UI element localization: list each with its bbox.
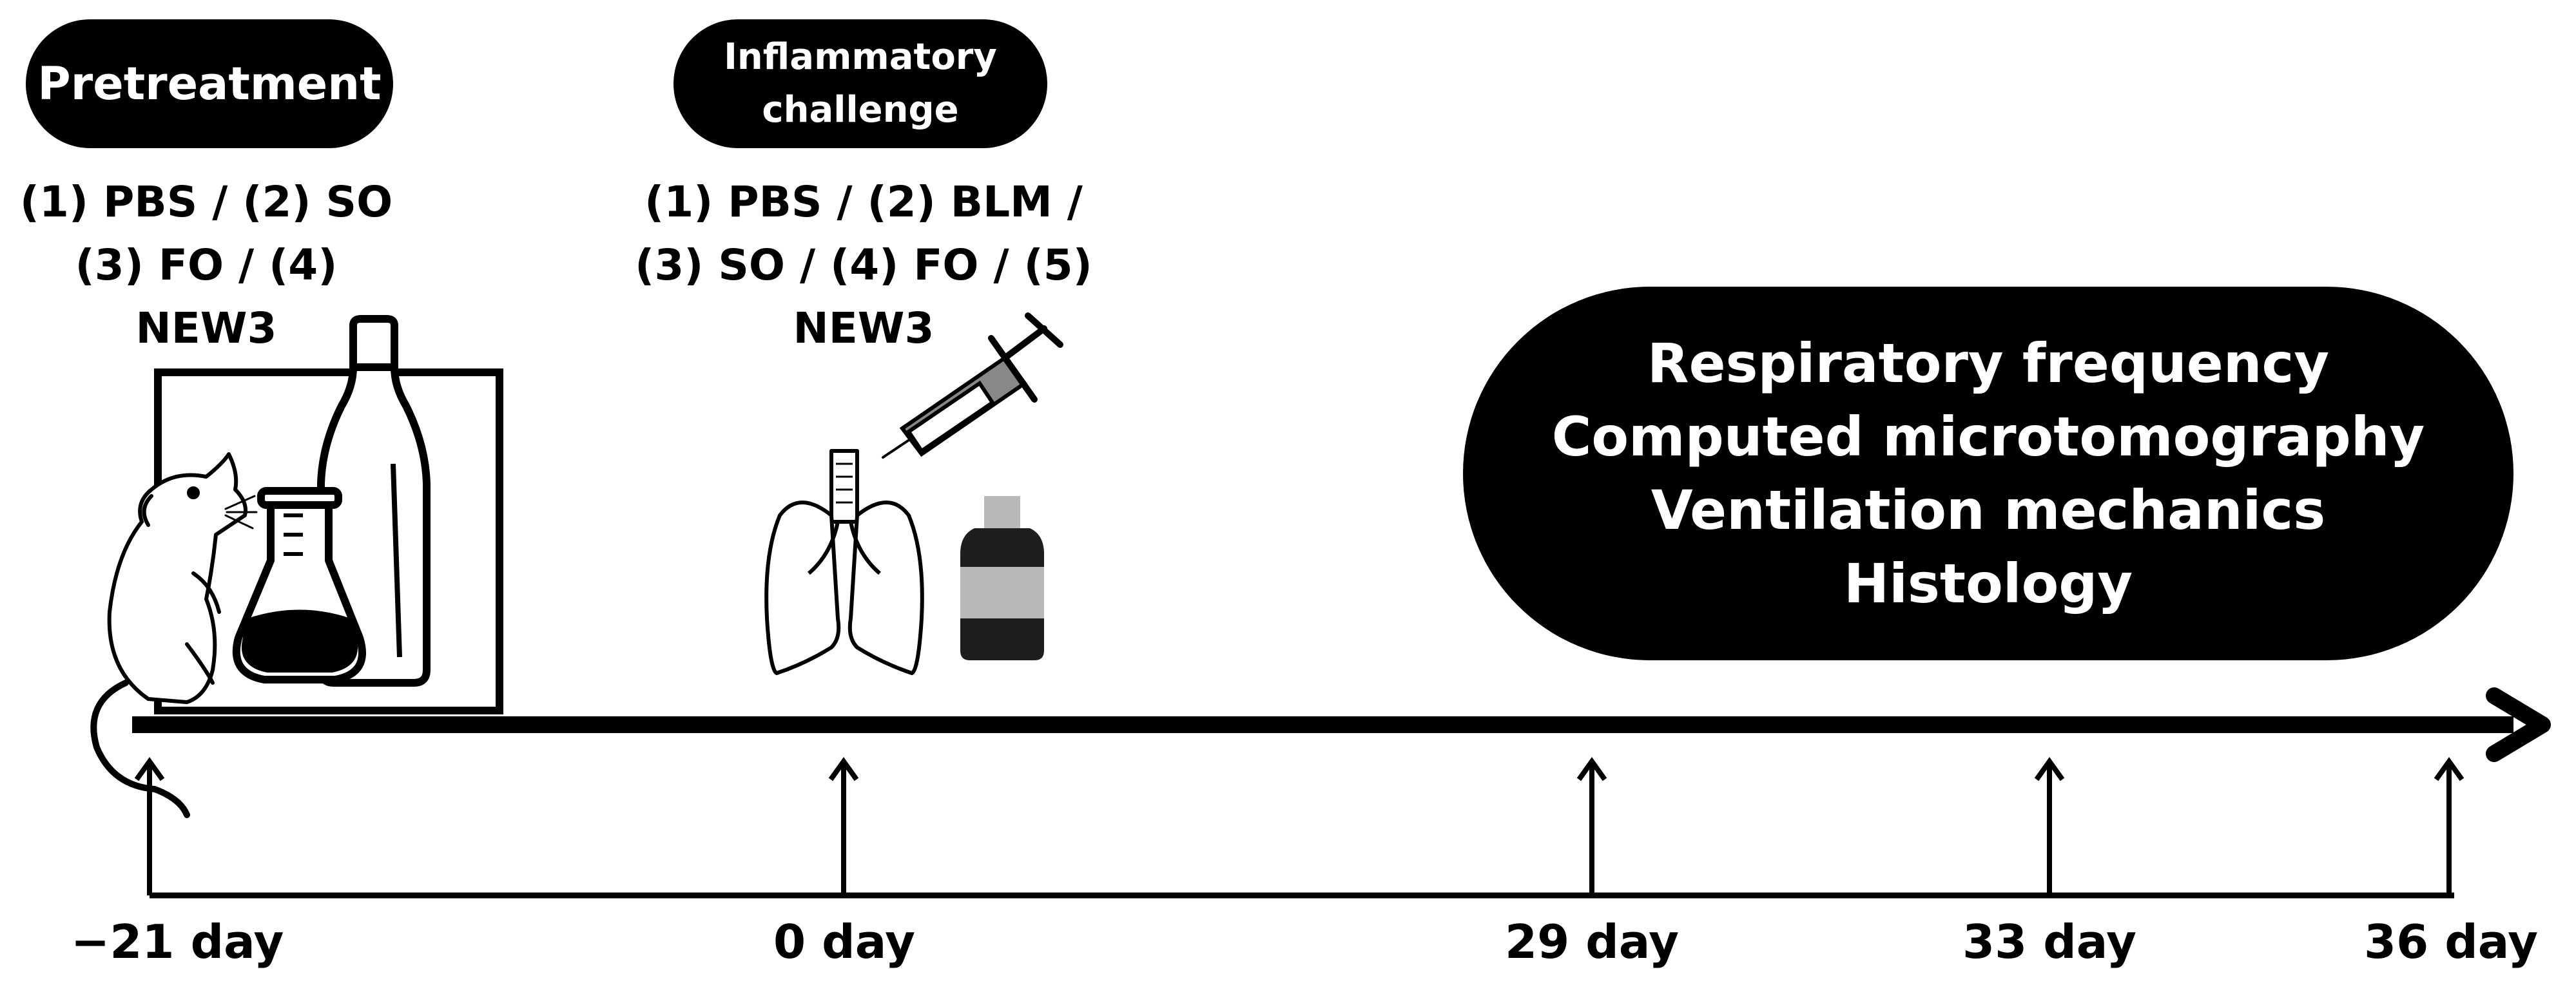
inflammatory-challenge-groups: (1) PBS / (2) BLM / (3) SO / (4) FO / (5… xyxy=(567,171,1160,360)
day-label-36: 36 day xyxy=(2364,915,2539,969)
pretreatment-label: Pretreatment xyxy=(37,57,382,110)
medicine-bottle-icon xyxy=(960,496,1044,660)
inflammatory-challenge-label-line: challenge xyxy=(762,89,959,131)
inflammatory-challenge-pill: Inflammatory challenge xyxy=(673,19,1047,148)
tick-arrow-day-33 xyxy=(2034,757,2065,895)
lungs-icon xyxy=(764,449,924,675)
outcome-item: Computed microtomography xyxy=(1551,405,2425,468)
inflammatory-challenge-label-line: Inflammatory xyxy=(724,36,997,78)
outcome-item: Respiratory frequency xyxy=(1647,332,2330,395)
inflammatory-group-line: (1) PBS / (2) BLM / xyxy=(644,177,1083,227)
tick-arrow-day-36 xyxy=(2434,757,2465,895)
tick-arrow-day-29 xyxy=(1576,757,1607,895)
tick-arrow-day-0 xyxy=(828,757,859,895)
pretreatment-groups: (1) PBS / (2) SO (3) FO / (4) NEW3 xyxy=(0,171,412,360)
timeline-arrow xyxy=(132,687,2551,762)
pretreatment-group-line: (3) FO / (4) NEW3 xyxy=(75,240,338,353)
outcome-item: Ventilation mechanics xyxy=(1651,479,2326,542)
day-label-0: 0 day xyxy=(773,915,916,969)
day-label-33: 33 day xyxy=(1962,915,2137,969)
flask-icon xyxy=(232,487,366,683)
outcome-item: Histology xyxy=(1843,552,2133,615)
day-label-minus21: −21 day xyxy=(71,915,284,969)
syringe-icon xyxy=(882,312,1063,459)
day-label-29: 29 day xyxy=(1505,915,1680,969)
pretreatment-pill: Pretreatment xyxy=(26,19,393,148)
inflammatory-group-line: (3) SO / (4) FO / (5) NEW3 xyxy=(635,240,1092,353)
bottle-icon xyxy=(317,315,431,687)
rat-icon xyxy=(90,452,258,818)
tick-arrow-day-minus21 xyxy=(134,757,165,895)
pretreatment-group-line: (1) PBS / (2) SO xyxy=(19,177,393,227)
outcomes-pill: Respiratory frequency Computed microtomo… xyxy=(1463,287,2513,660)
